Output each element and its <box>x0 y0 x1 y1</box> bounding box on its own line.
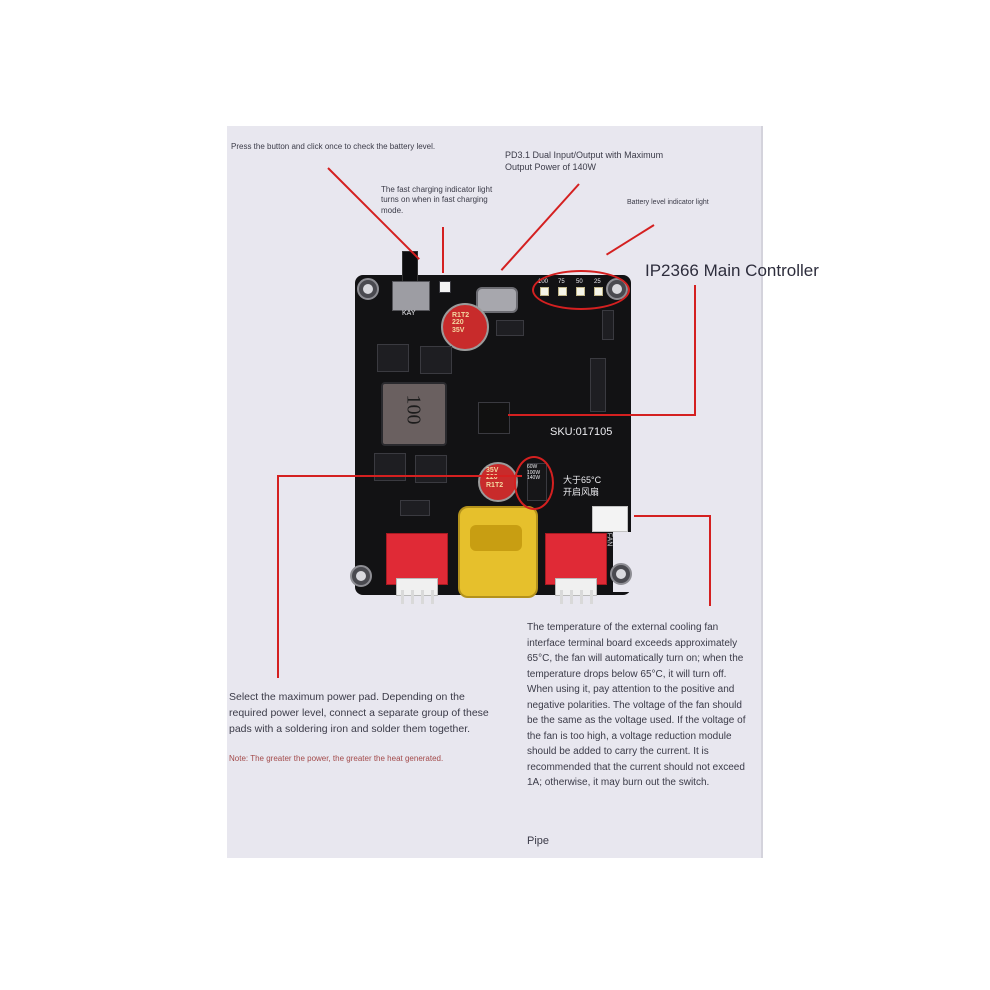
callout-pipe: Pipe <box>527 835 550 847</box>
callout-button: Press the button and click once to check… <box>231 142 436 151</box>
callout-fast-charge: The fast charging indicator light turns … <box>381 185 493 215</box>
power-pad-highlight <box>514 456 554 510</box>
leader-power-v <box>277 475 279 678</box>
pin <box>431 590 434 604</box>
terminal-base-right <box>555 578 597 596</box>
capacitor-top <box>441 303 489 351</box>
mount-hole-bottom-left <box>350 565 372 587</box>
xt60-connector[interactable] <box>458 506 538 598</box>
leader-fast-charge <box>442 227 444 273</box>
inductor-label: 100 <box>402 394 425 425</box>
pin <box>580 590 583 604</box>
pin <box>421 590 424 604</box>
pin <box>590 590 593 604</box>
pin <box>560 590 563 604</box>
fan-connector[interactable] <box>592 506 628 532</box>
ip2366-chip <box>478 402 510 434</box>
xt60-socket <box>470 525 522 551</box>
leader-fan-v <box>709 515 711 606</box>
usb-c-port[interactable] <box>476 287 518 313</box>
red-terminal-left[interactable] <box>386 533 448 585</box>
panel-edge <box>761 126 763 858</box>
leader-controller-v <box>694 285 696 416</box>
mosfet-2 <box>420 346 452 374</box>
sku-label: SKU:017105 <box>550 426 613 438</box>
fast-charge-led <box>439 281 451 293</box>
terminal-base-left <box>396 578 438 596</box>
mosfet-4 <box>415 455 447 483</box>
fan-on-label: 开启风扇 <box>563 487 600 497</box>
pin <box>401 590 404 604</box>
callout-battery-led: Battery level indicator light <box>627 199 709 206</box>
power-inductor <box>381 382 447 446</box>
callout-fan: The temperature of the external cooling … <box>527 622 746 788</box>
mount-hole-top-left <box>357 278 379 300</box>
diode-chip <box>496 320 524 336</box>
key-button[interactable] <box>392 281 430 311</box>
fan-label: FAN <box>605 532 613 547</box>
callout-note: Note: The greater the power, the greater… <box>229 754 444 763</box>
power-pad-chip <box>400 500 430 516</box>
battery-led-highlight <box>532 270 630 310</box>
mosfet-1 <box>377 344 409 372</box>
fan-temp-label: 大于65°C <box>563 475 602 485</box>
resistor-array <box>590 358 606 412</box>
leader-controller-h <box>508 414 696 416</box>
key-label: KAY <box>402 310 416 317</box>
callout-power-pad: Select the maximum power pad. Depending … <box>229 691 489 735</box>
leader-fan-h <box>634 515 711 517</box>
small-chip-right <box>602 310 614 340</box>
pin <box>411 590 414 604</box>
leader-power-h <box>278 475 522 477</box>
pin <box>570 590 573 604</box>
mount-hole-bottom-right <box>610 563 632 585</box>
callout-controller: IP2366 Main Controller <box>645 261 819 280</box>
callout-pd: PD3.1 Dual Input/Output with Maximum Out… <box>505 150 664 172</box>
capacitor-bottom <box>478 462 518 502</box>
